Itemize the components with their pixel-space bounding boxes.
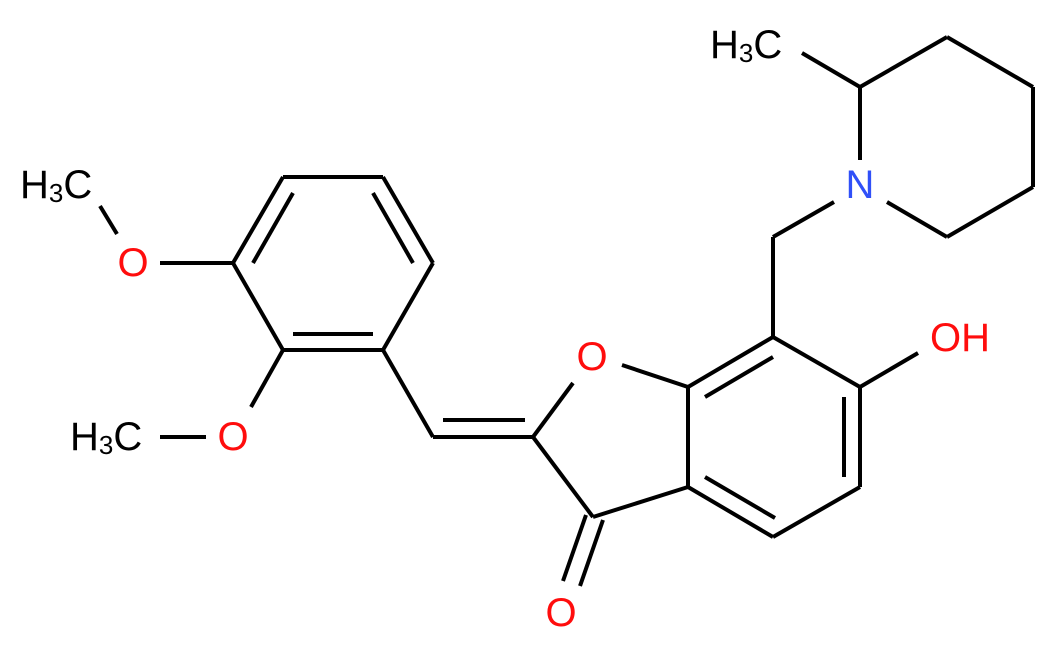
methyl-label-top-left: H3C <box>20 163 92 208</box>
piperidine-ring <box>858 35 1035 239</box>
dimethoxyphenyl-ring <box>231 175 435 352</box>
benzylidene-double-bond <box>381 349 533 439</box>
methylene-linker <box>771 200 835 337</box>
piperidine-nitrogen: N <box>846 163 875 207</box>
furan-ring-oxygen: O <box>576 335 607 379</box>
methoxy-oxygen-upper: O <box>117 241 148 285</box>
hydroxyl-label: OH <box>930 316 990 360</box>
furanone-ring <box>531 363 690 519</box>
methyl-label-piperidine: H3C <box>710 23 782 68</box>
methyl-label-lower-left: H3C <box>70 415 142 460</box>
upper-methoxy-group <box>98 204 233 265</box>
carbonyl-double-bond <box>561 514 605 587</box>
hydroxyl-bond <box>858 351 920 389</box>
lower-methoxy-group <box>160 349 285 439</box>
benzofuran-benzene-ring <box>686 335 862 539</box>
carbonyl-oxygen: O <box>545 591 576 635</box>
piperidine-methyl-bond <box>800 51 862 89</box>
methoxy-oxygen-lower: O <box>217 415 248 459</box>
